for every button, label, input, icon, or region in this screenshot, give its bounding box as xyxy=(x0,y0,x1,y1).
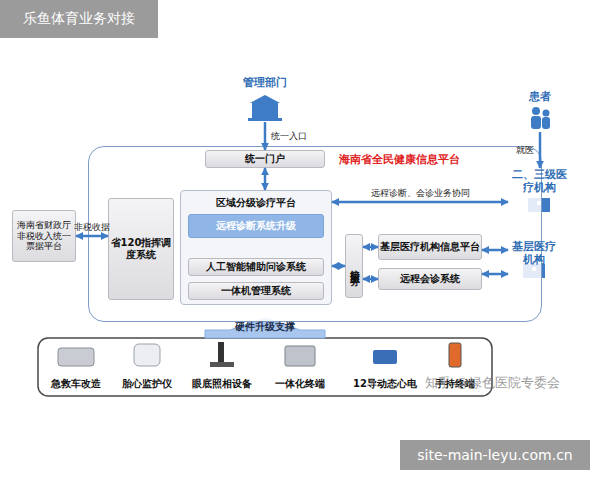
connector-arrow xyxy=(332,201,508,204)
connector-arrow xyxy=(76,235,108,238)
platform-group: 区域分级诊疗平台远程诊断系统升级人工智能辅助问诊系统一体机管理系统 xyxy=(180,190,332,305)
terminal-icon xyxy=(285,346,315,366)
node-text: 海南省财政厅非税收入统一票据平台 xyxy=(16,220,72,252)
device-item: 一体化终端 xyxy=(264,338,336,394)
connector-arrow xyxy=(264,168,267,190)
node-text: 人工智能辅助问诊系统 xyxy=(206,261,306,273)
node-text: 眼底照相设备 xyxy=(192,378,252,390)
device-icons xyxy=(58,342,461,367)
connector-arrow xyxy=(363,246,378,249)
node-text: 基层医疗机构 xyxy=(508,240,560,266)
node-text: 区域分级诊疗平台 xyxy=(216,197,296,209)
platform-container: 海南省全民健康信息平台统一门户省120指挥调度系统区域分级诊疗平台远程诊断系统升… xyxy=(88,146,542,322)
url-banner: site-main-leyu.com.cn xyxy=(400,440,590,470)
monitor-icon xyxy=(134,344,160,366)
node-text: 12导动态心电 xyxy=(353,378,417,390)
ecg-icon xyxy=(373,350,397,364)
process-box: 基层医疗机构信息平台 xyxy=(378,234,482,260)
node-text: 省120指挥调度系统 xyxy=(109,237,173,261)
node-text: 管理部门 xyxy=(243,76,287,89)
node-text: 二、三级医疗机构 xyxy=(508,168,570,194)
device-item: 眼底照相设备 xyxy=(186,338,258,394)
node-text: 远程诊断系统升级 xyxy=(216,220,296,232)
node-text: 急救车改造 xyxy=(51,378,101,390)
handheld-icon xyxy=(449,343,461,367)
connector-arrow xyxy=(482,249,508,252)
upgrade-box: 远程诊断系统升级 xyxy=(188,214,324,238)
interface-box: 接口服务 xyxy=(345,234,363,298)
device-item: 胎心监护仪 xyxy=(111,338,183,394)
connector-arrow xyxy=(482,273,508,276)
process-box: 远程会诊系统 xyxy=(378,268,482,290)
building-icon xyxy=(248,95,282,121)
node-text: 接口服务 xyxy=(348,262,360,270)
org-node: 管理部门 xyxy=(235,76,295,122)
portal-box: 统一门户 xyxy=(205,150,325,168)
watermark: 知乎 @绿色医院专委会 xyxy=(395,372,590,394)
node-text: 一体机管理系统 xyxy=(221,285,291,297)
device-item: 手持终端 xyxy=(419,338,491,394)
camera-base xyxy=(210,362,234,367)
ambulance-icon xyxy=(58,348,94,366)
edge-label: 统一入口 xyxy=(271,130,307,143)
node-text: 患者 xyxy=(529,90,551,103)
dispatch-box: 省120指挥调度系统 xyxy=(108,198,174,300)
node-text: 手持终端 xyxy=(435,378,475,390)
process-box: 人工智能辅助问诊系统 xyxy=(188,258,324,276)
hospital-node: 基层医疗机构 xyxy=(508,240,560,280)
person-icon xyxy=(531,107,550,129)
device-item: 12导动态心电 xyxy=(349,338,421,394)
connector-arrow xyxy=(363,278,378,281)
node-text: 一体化终端 xyxy=(275,378,325,390)
hospital-node: 二、三级医疗机构 xyxy=(508,168,570,214)
node-text: 基层医疗机构信息平台 xyxy=(380,241,480,253)
site-banner: 乐鱼体育业务对接 xyxy=(0,0,158,38)
patient-node: 患者 xyxy=(515,90,565,132)
connector-arrow xyxy=(332,265,345,268)
node-text: 远程会诊系统 xyxy=(400,273,460,285)
hardware-frame xyxy=(38,338,492,396)
connector-arrow xyxy=(264,122,267,150)
node-text: 海南省全民健康信息平台 xyxy=(339,153,460,166)
node-text: 统一门户 xyxy=(245,153,285,165)
connector-arrow xyxy=(539,132,542,168)
device-item: 急救车改造 xyxy=(40,338,112,394)
process-box: 一体机管理系统 xyxy=(188,282,324,300)
node-text: 胎心监护仪 xyxy=(122,378,172,390)
external-box: 海南省财政厅非税收入统一票据平台 xyxy=(12,210,76,262)
